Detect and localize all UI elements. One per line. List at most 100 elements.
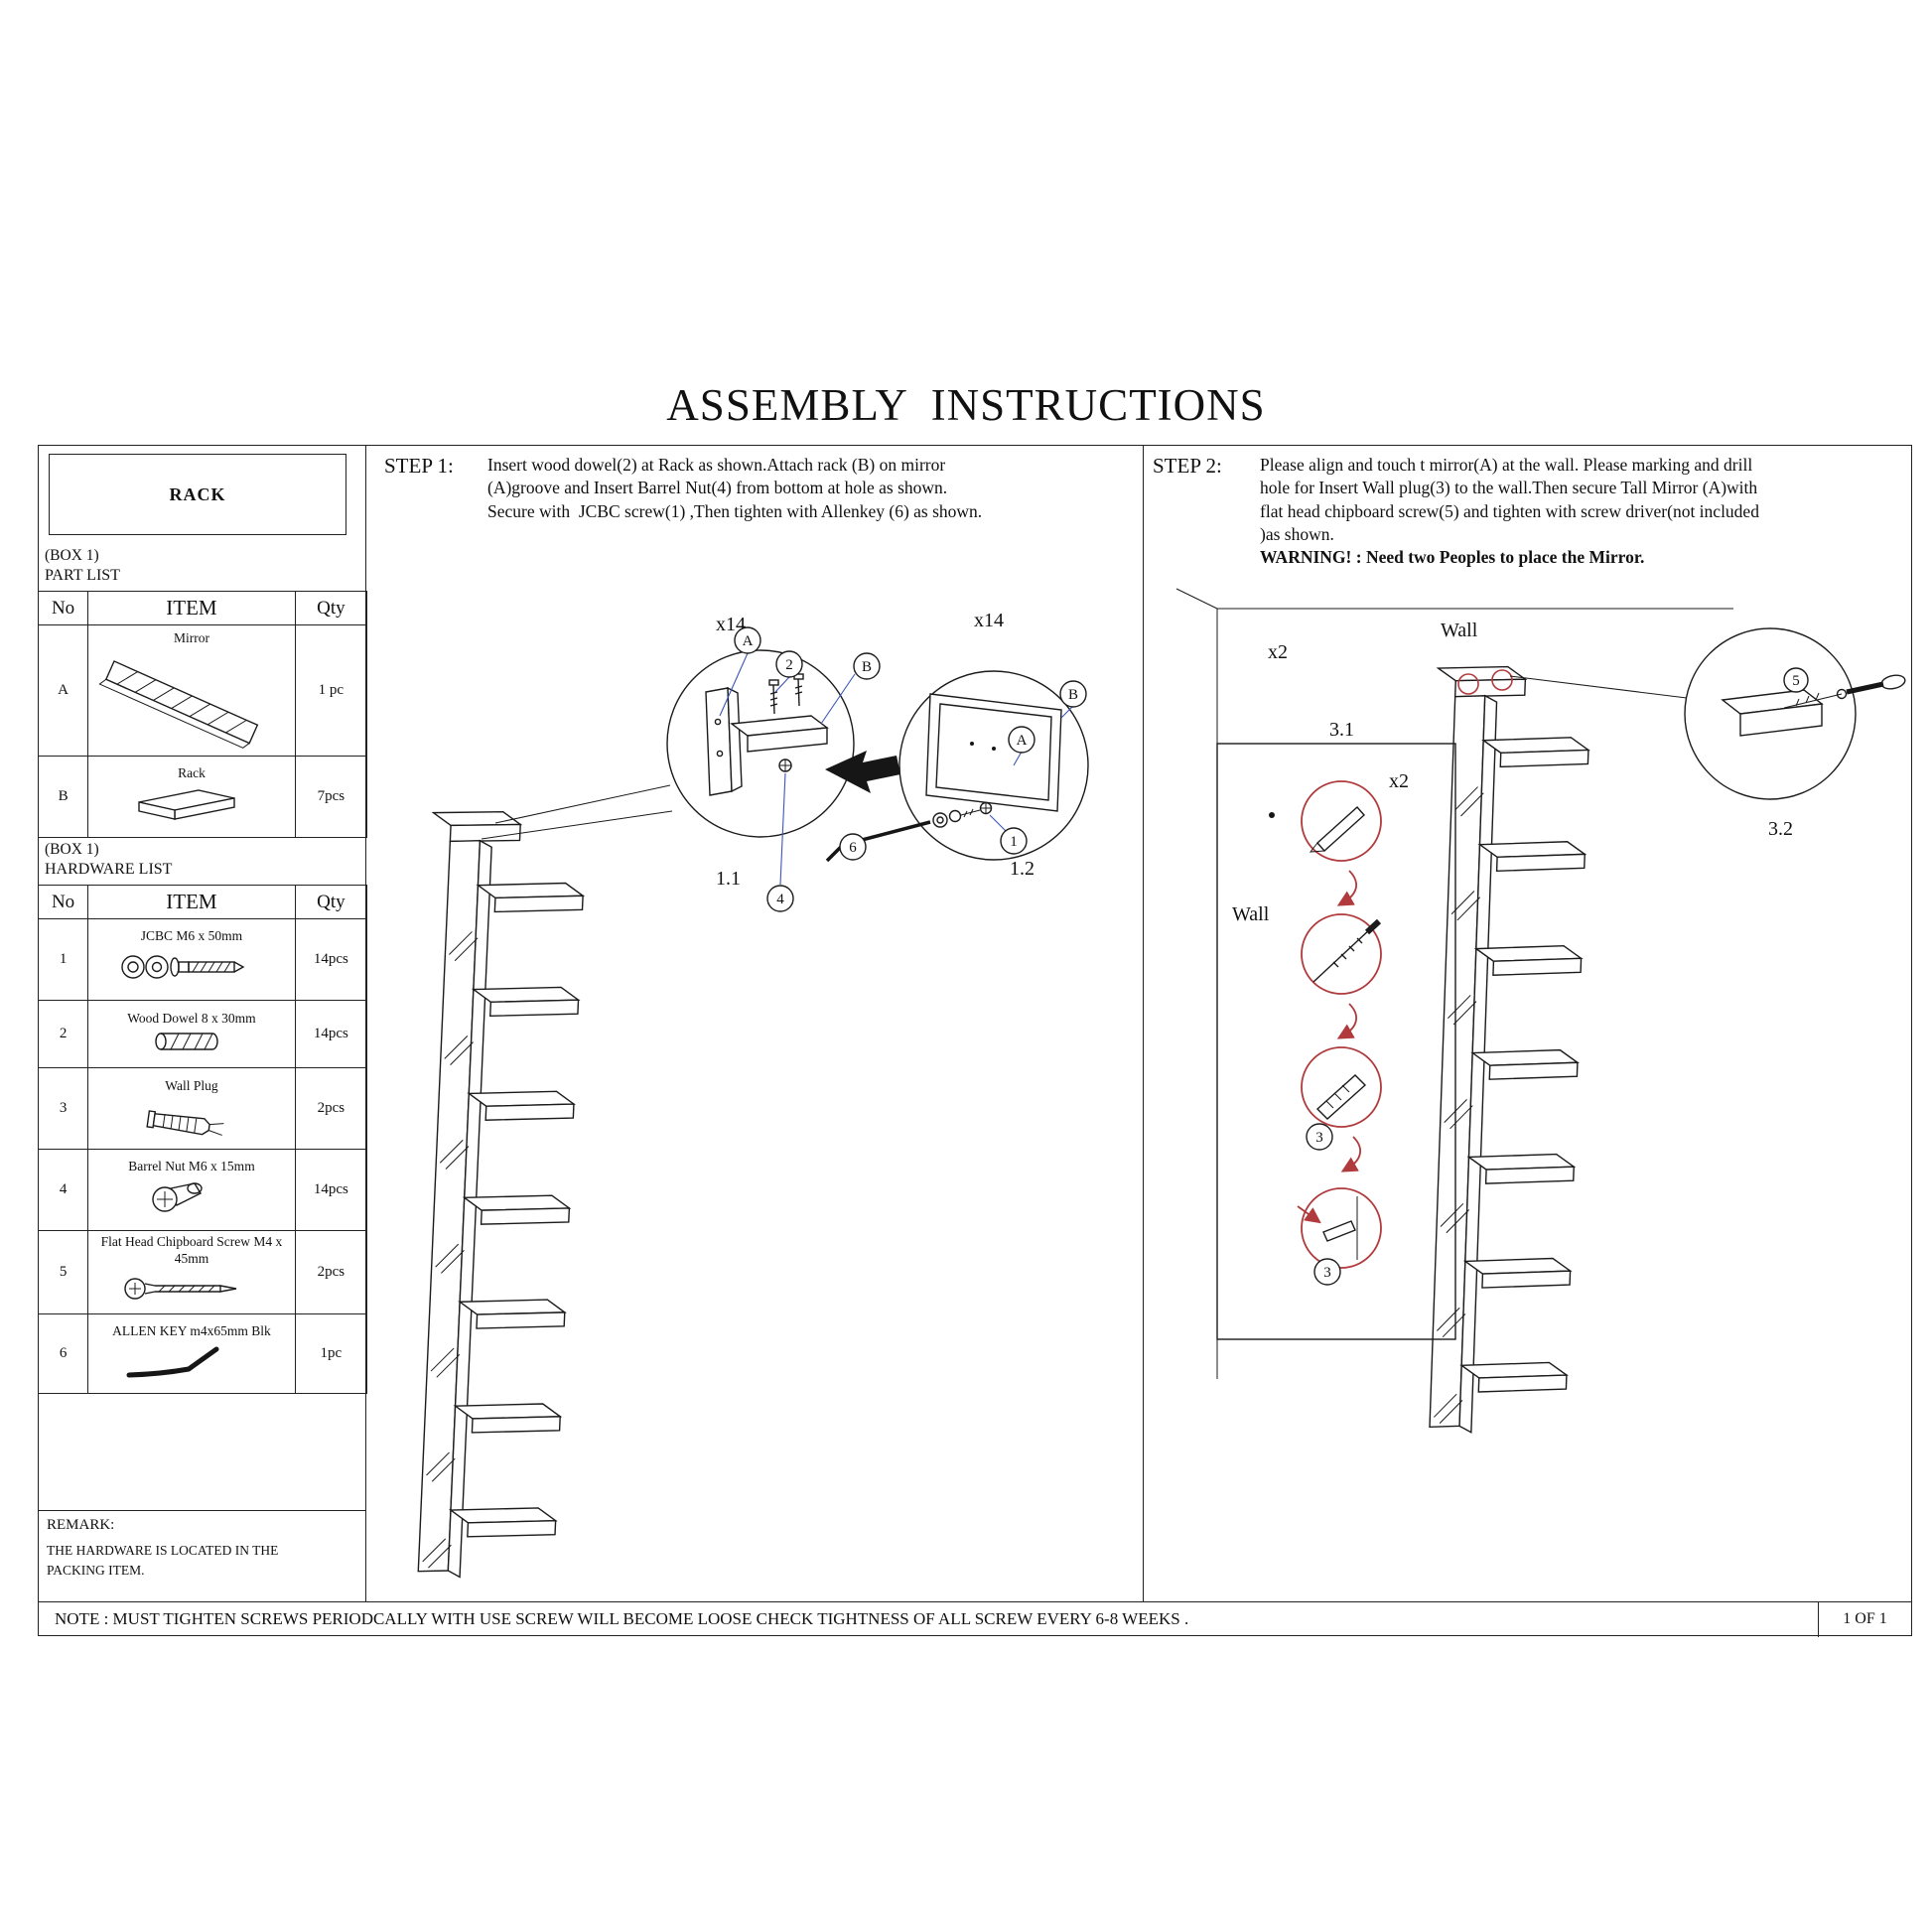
detail-label-1-1: 1.1: [716, 868, 741, 890]
svg-text:B: B: [862, 659, 872, 675]
callout-b: B: [853, 652, 881, 680]
callout-4: 4: [766, 885, 794, 912]
blue-leader-lines: [719, 652, 856, 886]
svg-text:3: 3: [1315, 1130, 1323, 1146]
remark-box: REMARK: THE HARDWARE IS LOCATED IN THE P…: [39, 1510, 366, 1601]
hw-item-name: Barrel Nut M6 x 15mm: [128, 1158, 255, 1173]
wood-dowel-icon: [155, 1033, 218, 1051]
part-item-name: Mirror: [173, 629, 209, 645]
detail-3-2-content: [1721, 674, 1906, 737]
callout-a: A: [734, 626, 761, 654]
blue-leader-lines: [989, 705, 1074, 834]
rack-icon: [138, 789, 235, 821]
part-list-header-row: No ITEM Qty: [37, 591, 368, 625]
wall-label: Wall: [1441, 620, 1478, 641]
col-item: ITEM: [87, 591, 296, 625]
step1-instructions: Insert wood dowel(2) at Rack as shown.At…: [487, 454, 982, 523]
shelf-unit-drawing: [399, 807, 588, 1583]
instruction-line: Insert wood dowel(2) at Rack as shown.At…: [487, 455, 946, 475]
svg-text:4: 4: [776, 892, 784, 907]
svg-text:6: 6: [849, 840, 857, 856]
remark-title: REMARK:: [47, 1517, 115, 1533]
detail-1-1-content: [705, 673, 829, 796]
hardware-row-wood-dowel: 2 Wood Dowel 8 x 30mm 14pcs: [37, 1000, 368, 1068]
callout-b: B: [1059, 680, 1087, 708]
callout-1: 1: [1000, 827, 1028, 855]
hw-qty: 2pcs: [294, 1067, 368, 1150]
part-row-mirror: A Mirror 1 pc: [37, 624, 368, 757]
hardware-list-box-label: (BOX 1): [45, 841, 99, 858]
footer-bar: NOTE : MUST TIGHTEN SCREWS PERIODCALLY W…: [39, 1601, 1911, 1637]
col-no: No: [37, 885, 89, 919]
footer-note: NOTE : MUST TIGHTEN SCREWS PERIODCALLY W…: [55, 1609, 1189, 1628]
col-no: No: [37, 591, 89, 625]
hardware-row-wall-plug: 3 Wall Plug 2pcs: [37, 1067, 368, 1150]
callout-2: 2: [775, 650, 803, 678]
instruction-line: hole for Insert Wall plug(3) to the wall…: [1260, 478, 1758, 498]
qty-label: x2: [1268, 641, 1288, 663]
svg-text:A: A: [1017, 733, 1028, 749]
col-qty: Qty: [294, 591, 368, 625]
part-item-name: Rack: [178, 764, 206, 780]
part-qty: 1 pc: [294, 624, 368, 757]
wall-label: Wall: [1232, 903, 1270, 925]
hw-qty: 1pc: [294, 1312, 368, 1394]
part-no: B: [37, 756, 89, 838]
hardware-row-allen-key: 6 ALLEN KEY m4x65mm Blk 1pc: [37, 1312, 368, 1394]
instruction-line: )as shown.: [1260, 523, 1334, 544]
product-name-box: RACK: [49, 454, 346, 535]
parts-sidebar: RACK (BOX 1) PART LIST No ITEM Qty A Mir…: [37, 446, 368, 1601]
hardware-list-title: HARDWARE LIST: [45, 861, 173, 878]
instruction-line: Secure with JCBC screw(1) ,Then tighten …: [487, 500, 983, 521]
chipboard-screw-icon: [124, 1278, 237, 1300]
shelf-unit-drawing: [1411, 663, 1592, 1437]
hw-qty: 14pcs: [294, 1000, 368, 1068]
page-title: ASSEMBLY INSTRUCTIONS: [666, 380, 1266, 430]
step1-diagram: x14 x14: [399, 610, 1089, 1583]
detail-label-1-2: 1.2: [1010, 858, 1035, 880]
content-frame: RACK (BOX 1) PART LIST No ITEM Qty A Mir…: [37, 445, 1912, 1637]
product-name: RACK: [169, 483, 226, 504]
hardware-row-barrel-nut: 4 Barrel Nut M6 x 15mm 14pcs: [37, 1149, 368, 1231]
callout-3: 3: [1306, 1123, 1333, 1151]
assembly-direction-arrow: [825, 751, 900, 793]
page-number: 1 OF 1: [1818, 1602, 1911, 1637]
barrel-nut-icon: [152, 1182, 203, 1213]
part-qty: 7pcs: [294, 756, 368, 838]
part-list-title: PART LIST: [45, 567, 120, 584]
drill-step-icon: [1312, 918, 1382, 983]
warning-text: WARNING! : Need two Peoples to place the…: [1260, 547, 1645, 568]
hw-item-name: Wood Dowel 8 x 30mm: [127, 1010, 256, 1026]
detail-label-3-2: 3.2: [1768, 818, 1793, 840]
svg-text:5: 5: [1792, 673, 1800, 689]
exploded-leader-lines: [481, 784, 673, 840]
hw-item-name: Flat Head Chipboard Screw M4 x 45mm: [100, 1234, 283, 1266]
screw-position-markers: [1457, 669, 1513, 695]
svg-text:1: 1: [1010, 834, 1018, 850]
callout-5: 5: [1783, 667, 1809, 693]
screwdriver-drawing: [1846, 681, 1884, 695]
hw-qty: 14pcs: [294, 918, 368, 1001]
hw-item-name: JCBC M6 x 50mm: [140, 927, 243, 943]
svg-text:3: 3: [1323, 1265, 1331, 1281]
remark-text: THE HARDWARE IS LOCATED IN THE PACKING I…: [47, 1543, 279, 1578]
hardware-header-row: No ITEM Qty: [37, 885, 368, 919]
part-list-table: No ITEM Qty A Mirror: [37, 591, 368, 838]
wall-plug-icon: [146, 1110, 224, 1137]
mirror-icon: [98, 660, 259, 750]
hw-no: 3: [37, 1067, 89, 1150]
callout-6: 6: [839, 833, 867, 861]
procedure-step-circles: [1297, 780, 1382, 1269]
col-qty: Qty: [294, 885, 368, 919]
detail-leader-line: [1509, 675, 1688, 699]
qty-label: x14: [716, 614, 746, 635]
detail-1-2-content: [825, 693, 1062, 863]
callout-a: A: [1008, 726, 1035, 754]
svg-text:2: 2: [785, 657, 793, 673]
hw-no: 2: [37, 1000, 89, 1068]
instruction-line: (A)groove and Insert Barrel Nut(4) from …: [487, 478, 948, 498]
hardware-row-chipboard-screw: 5 Flat Head Chipboard Screw M4 x 45mm 2p: [37, 1230, 368, 1314]
hw-item-name: Wall Plug: [165, 1077, 218, 1093]
detail-label-3-1: 3.1: [1329, 719, 1354, 741]
screw-drawing: [768, 673, 804, 715]
